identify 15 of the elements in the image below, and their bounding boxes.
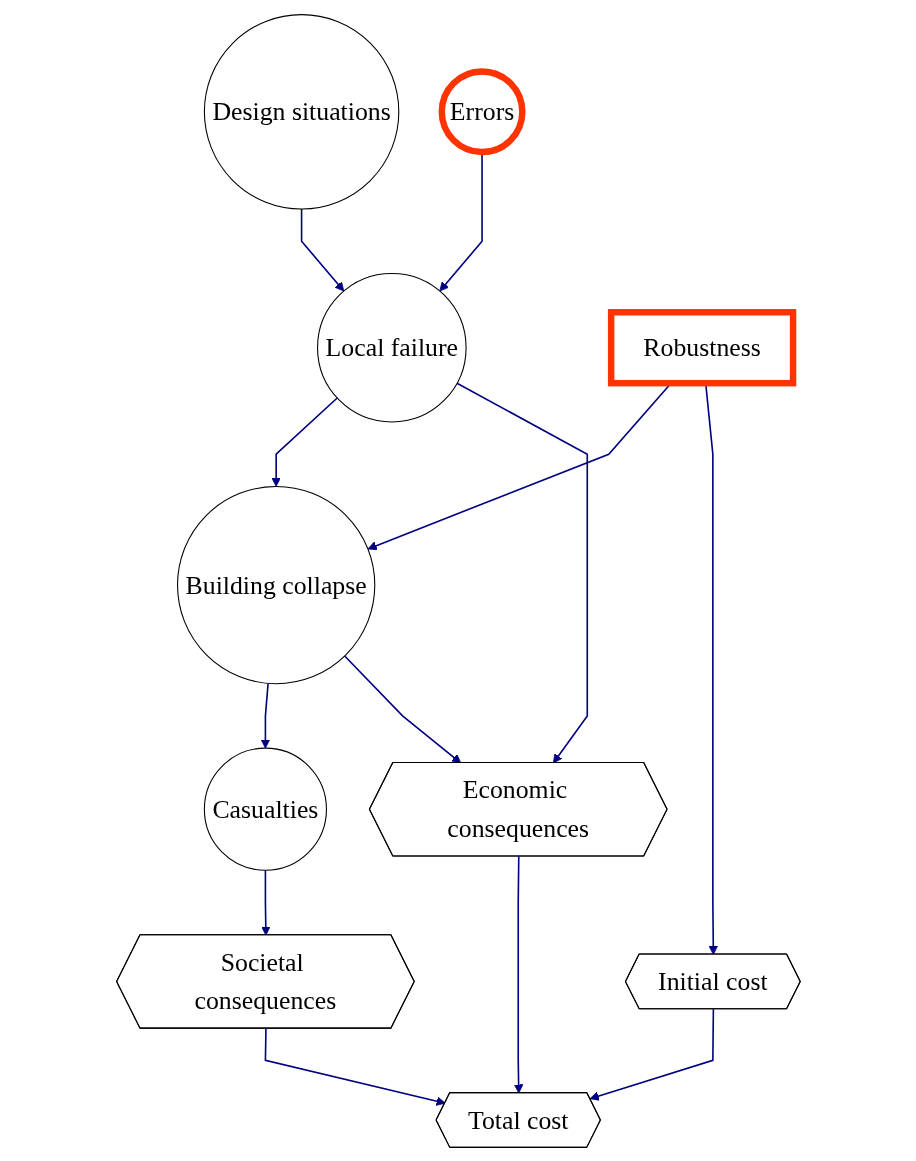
arrow (271, 396, 338, 487)
arrow (260, 682, 270, 749)
arrow (260, 868, 271, 936)
node-box: Robustness (607, 308, 796, 386)
arrow (455, 381, 588, 763)
arrow (264, 1027, 446, 1106)
arrow (513, 855, 523, 1094)
node-circle: Local failure (316, 272, 467, 423)
node-circle: Casualties (203, 747, 327, 871)
node-circle: Building collapse (176, 485, 375, 684)
arrow (589, 1008, 714, 1101)
arrow (300, 207, 344, 291)
arrow (343, 654, 461, 763)
node-circle: Design situations (203, 13, 399, 210)
node-circle: Errors (438, 67, 526, 155)
